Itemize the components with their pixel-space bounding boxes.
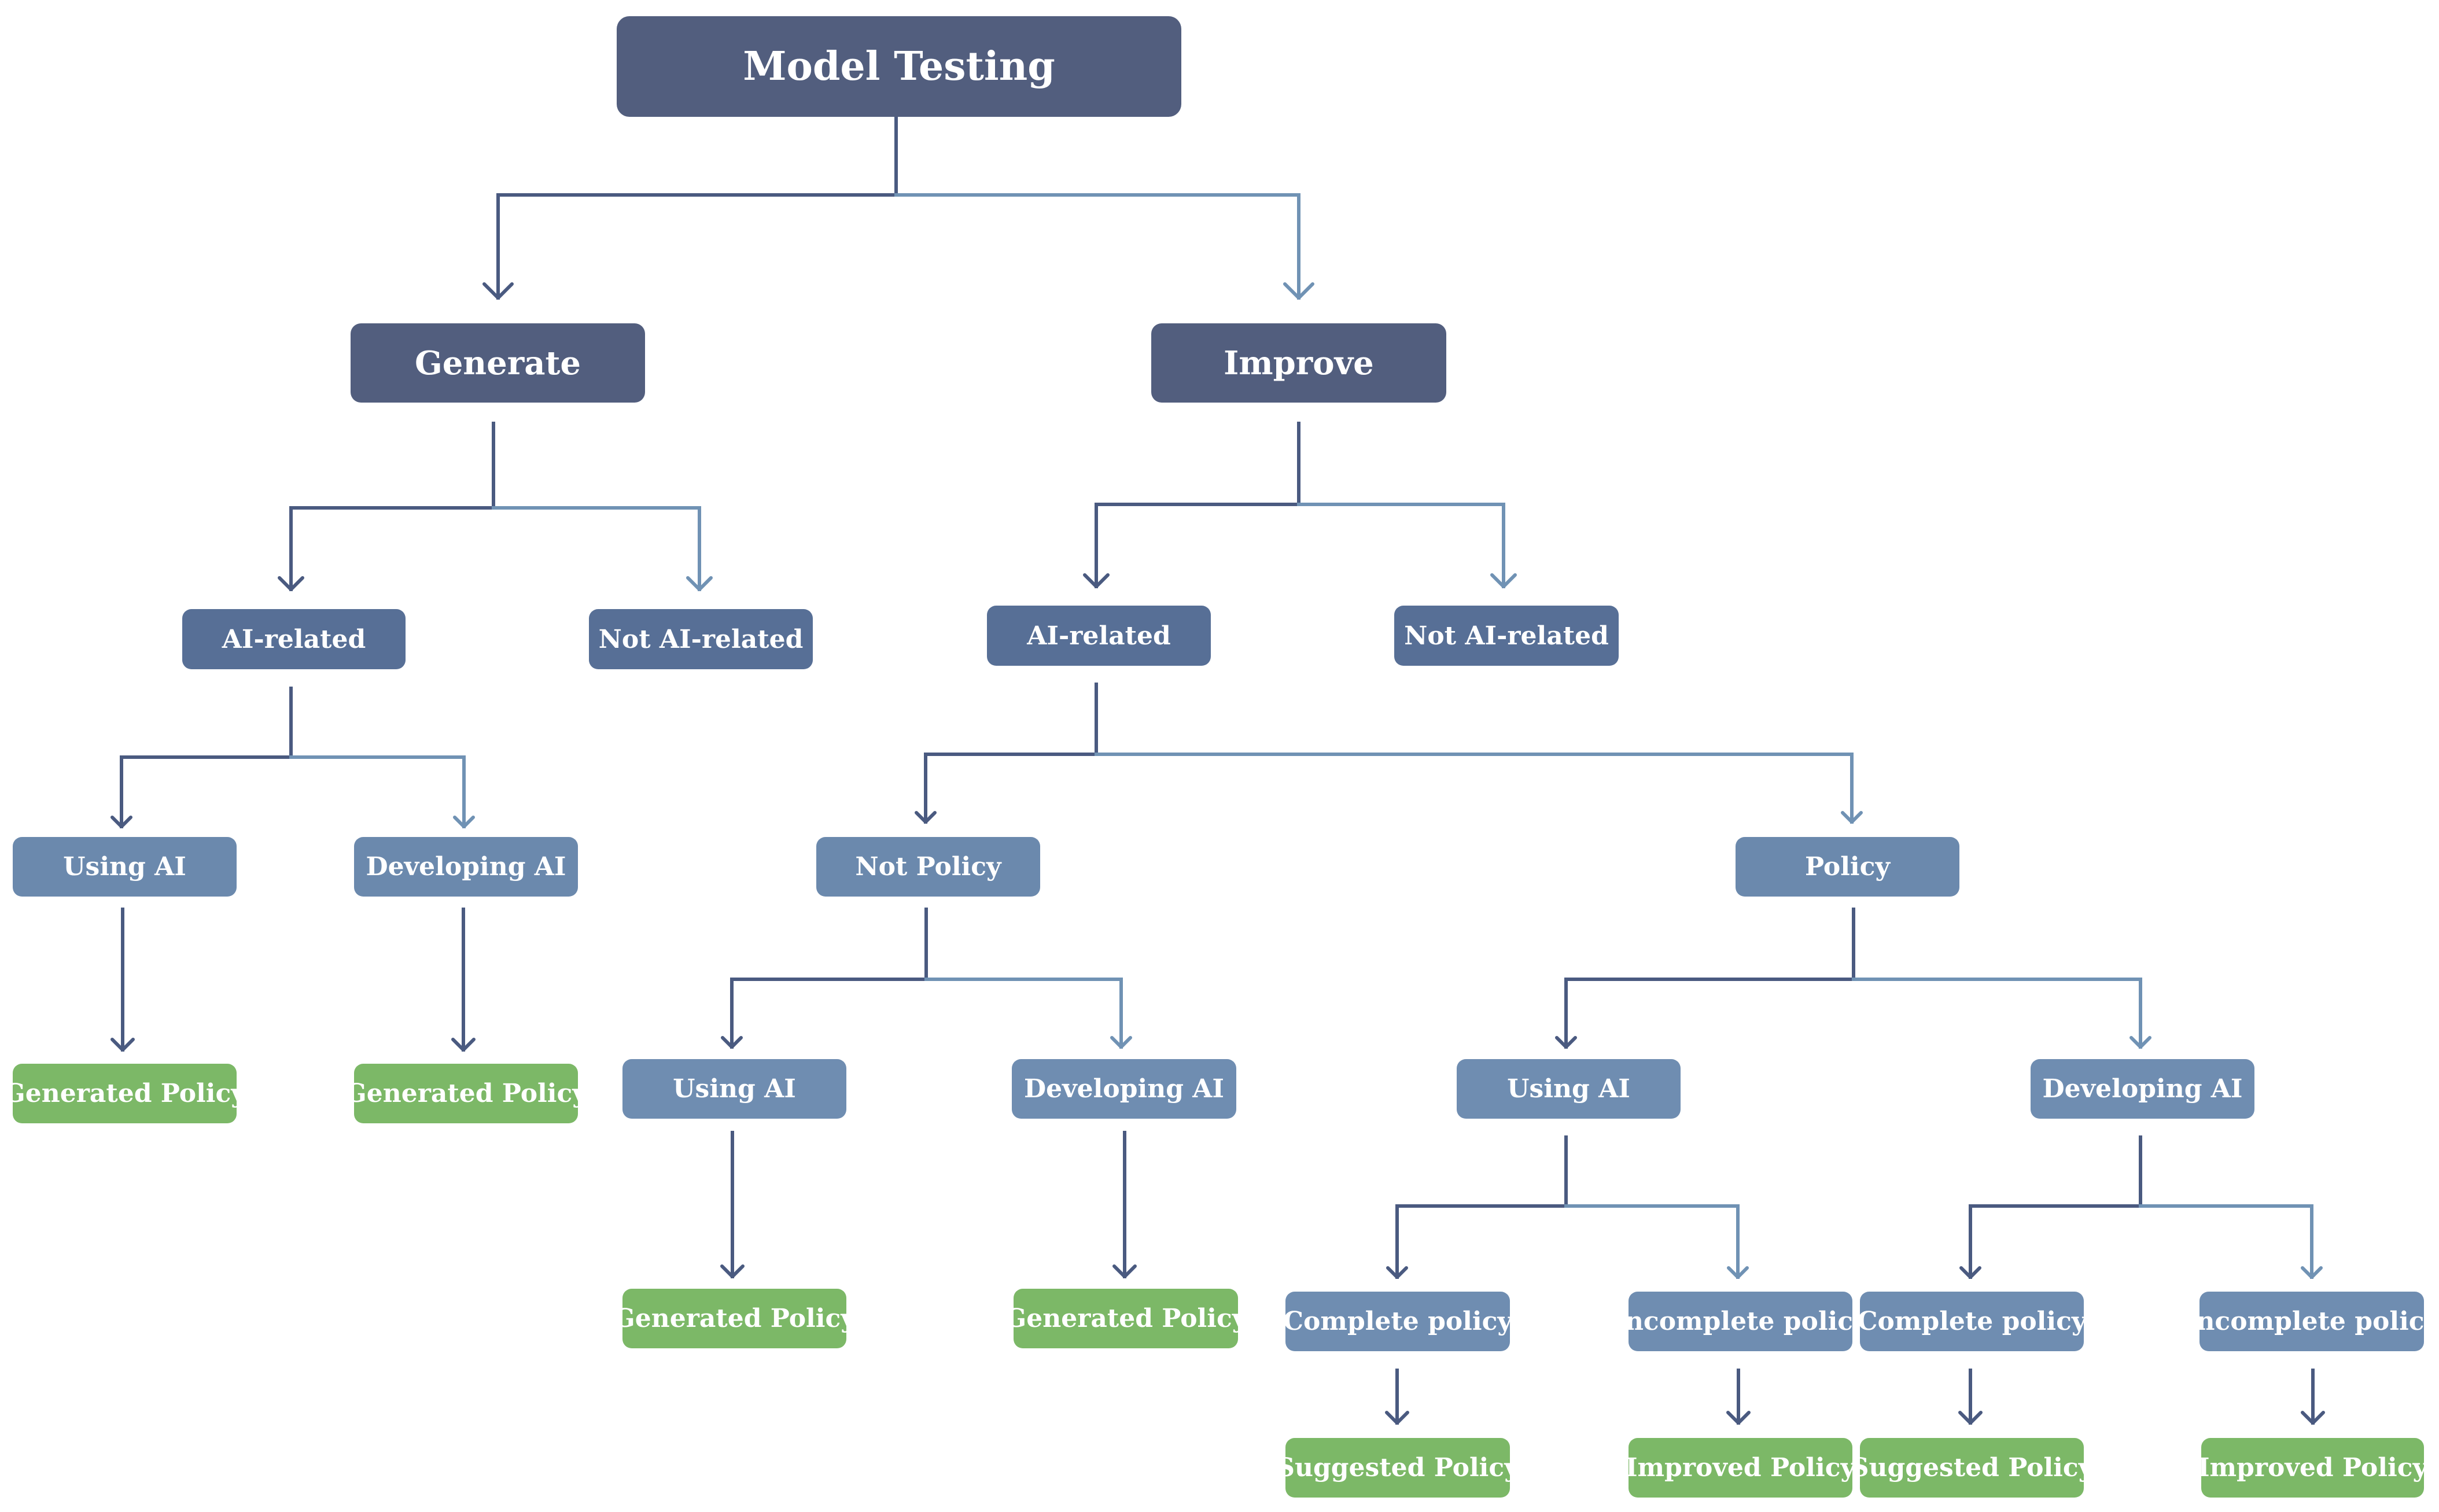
connector-not-policy-left-branch bbox=[730, 978, 928, 1049]
connector-improve-left-arrow bbox=[1083, 573, 1110, 588]
connector-policy-developing-ai-left-arrow bbox=[1959, 1266, 1981, 1279]
connector-improve-ai-right-arrow bbox=[1841, 811, 1863, 824]
node-policy-developing-ai-complete: Complete policy bbox=[1858, 1292, 2086, 1351]
node-not-policy-developing-ai: Developing AI bbox=[1012, 1059, 1236, 1119]
connector-policy-using-ai-left-arrow bbox=[1386, 1266, 1408, 1279]
connector-root-right-branch bbox=[894, 193, 1300, 300]
connector-policy-right-branch bbox=[1852, 978, 2142, 1049]
node-generate-using-ai: Using AI bbox=[13, 837, 237, 897]
node-improve-ai-related: AI-related bbox=[987, 606, 1211, 666]
connector-improve-left-branch bbox=[1095, 503, 1300, 588]
connector-generate-using-ai-arrow bbox=[110, 1038, 135, 1052]
leaf-generate-developing-ai-generated-policy: Generated Policy bbox=[345, 1064, 587, 1123]
node-policy-using-ai: Using AI bbox=[1457, 1059, 1681, 1119]
node-improve: Improve bbox=[1151, 323, 1446, 403]
node-not-policy: Not Policy bbox=[816, 837, 1040, 897]
node-improve-not-ai-related: Not AI-related bbox=[1394, 606, 1619, 666]
node-generate-developing-ai: Developing AI bbox=[354, 837, 578, 897]
connector-root-right-arrow bbox=[1283, 282, 1314, 300]
connector-improve-ai-left-arrow bbox=[915, 811, 937, 824]
connector-root-left-branch bbox=[496, 193, 898, 300]
connector-developing-ai-incomplete-arrow bbox=[2301, 1411, 2325, 1425]
connector-policy-developing-ai-right-arrow bbox=[2301, 1266, 2323, 1279]
leaf-policy-using-ai-improved-policy: Improved Policy bbox=[1626, 1438, 1855, 1498]
connector-root-left-arrow bbox=[482, 282, 514, 300]
connector-developing-ai-complete-arrow bbox=[1958, 1411, 1983, 1425]
node-generate: Generate bbox=[351, 323, 645, 403]
connector-not-policy-right-arrow bbox=[1110, 1036, 1132, 1049]
connector-policy-left-branch bbox=[1564, 978, 1855, 1049]
connector-policy-using-ai-left-branch bbox=[1395, 1204, 1568, 1279]
leaf-policy-developing-ai-suggested-policy: Suggested Policy bbox=[1851, 1438, 2093, 1498]
connector-generate-left-branch bbox=[289, 506, 495, 591]
leaf-not-policy-using-ai-generated-policy: Generated Policy bbox=[613, 1289, 856, 1348]
connector-not-policy-using-ai-arrow bbox=[720, 1264, 745, 1278]
connector-improve-right-arrow bbox=[1490, 573, 1517, 588]
connector-not-policy-right-branch bbox=[924, 978, 1123, 1049]
node-policy-developing-ai-incomplete: Incomplete policy bbox=[2184, 1292, 2439, 1351]
connector-policy-using-ai-right-branch bbox=[1564, 1204, 1740, 1279]
connector-improve-right-branch bbox=[1297, 503, 1505, 588]
node-model-testing: Model Testing bbox=[617, 16, 1181, 117]
connector-generate-developing-ai-arrow bbox=[451, 1038, 476, 1052]
node-policy-using-ai-incomplete: Incomplete policy bbox=[1613, 1292, 1868, 1351]
connector-policy-using-ai-right-arrow bbox=[1727, 1266, 1749, 1279]
connector-policy-developing-ai-right-branch bbox=[2139, 1204, 2313, 1279]
leaf-policy-developing-ai-improved-policy: Improved Policy bbox=[2198, 1438, 2427, 1498]
connector-policy-right-arrow bbox=[2129, 1036, 2151, 1049]
connector-generate-ai-right-arrow bbox=[453, 816, 475, 828]
connector-using-ai-complete-arrow bbox=[1385, 1411, 1409, 1425]
connector-generate-ai-left-branch bbox=[120, 755, 293, 828]
node-not-policy-using-ai: Using AI bbox=[622, 1059, 846, 1119]
connector-improve-ai-left-branch bbox=[924, 753, 1098, 824]
connector-generate-ai-right-branch bbox=[289, 755, 466, 828]
connector-using-ai-incomplete-arrow bbox=[1726, 1411, 1751, 1425]
connector-generate-right-arrow bbox=[686, 576, 713, 591]
connector-generate-right-branch bbox=[492, 506, 701, 591]
connector-generate-ai-left-arrow bbox=[110, 816, 132, 828]
node-generate-ai-related: AI-related bbox=[182, 609, 406, 669]
connector-policy-developing-ai-left-branch bbox=[1969, 1204, 2142, 1279]
leaf-generate-using-ai-generated-policy: Generated Policy bbox=[3, 1064, 246, 1123]
node-policy-developing-ai: Developing AI bbox=[2031, 1059, 2254, 1119]
connector-not-policy-left-arrow bbox=[721, 1036, 743, 1049]
leaf-policy-using-ai-suggested-policy: Suggested Policy bbox=[1276, 1438, 1519, 1498]
node-generate-not-ai-related: Not AI-related bbox=[589, 609, 813, 669]
connector-improve-ai-right-branch bbox=[1095, 753, 1854, 824]
leaf-not-policy-developing-ai-generated-policy: Generated Policy bbox=[1005, 1289, 1247, 1348]
connector-policy-left-arrow bbox=[1555, 1036, 1577, 1049]
node-policy: Policy bbox=[1736, 837, 1959, 897]
node-policy-using-ai-complete: Complete policy bbox=[1283, 1292, 1512, 1351]
connector-not-policy-developing-ai-arrow bbox=[1112, 1264, 1137, 1278]
connector-generate-left-arrow bbox=[278, 576, 304, 591]
